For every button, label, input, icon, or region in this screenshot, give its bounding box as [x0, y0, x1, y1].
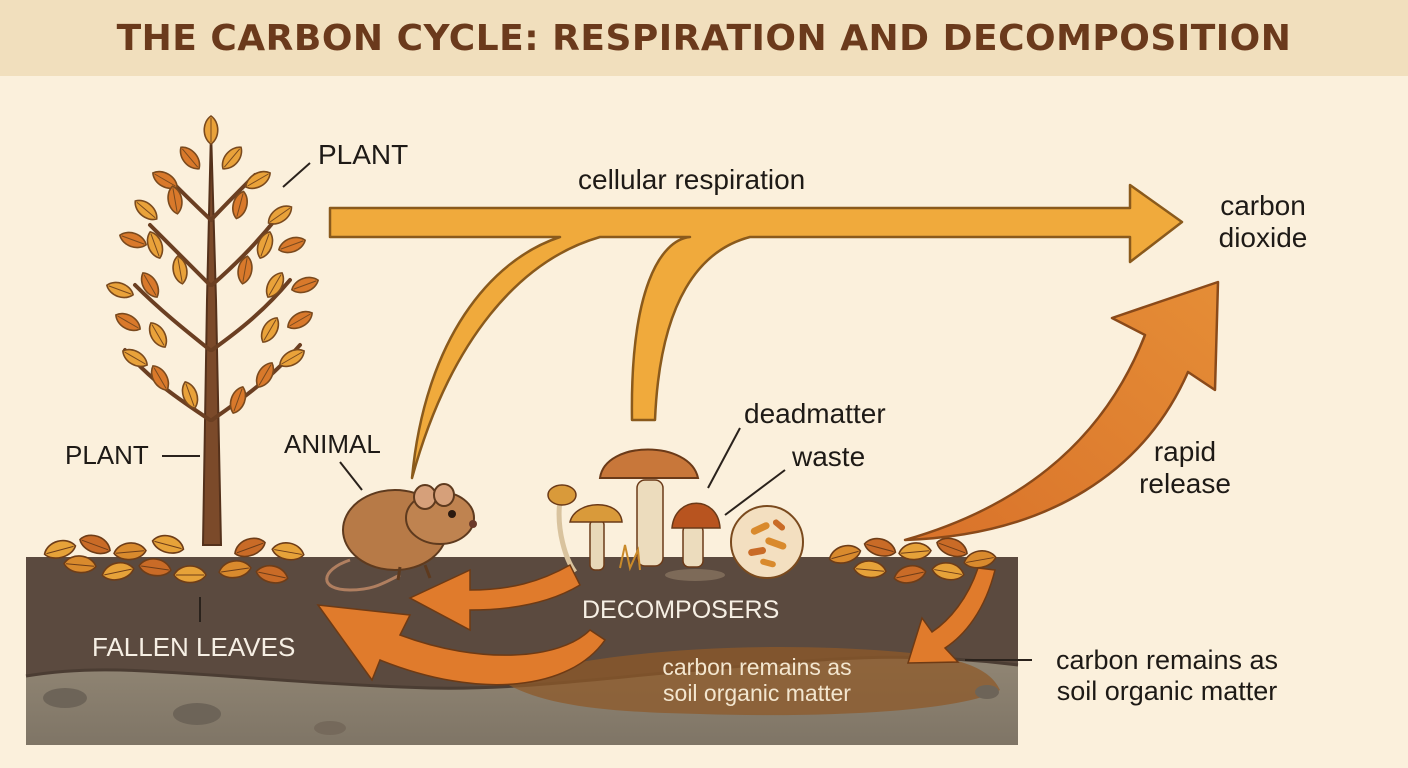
page-title: THE CARBON CYCLE: RESPIRATION AND DECOMP… — [116, 17, 1292, 59]
cellular-respiration-label: cellular respiration — [578, 164, 806, 195]
cellular-respiration-arrow — [328, 183, 1184, 480]
ground — [25, 557, 1019, 745]
soil-inner-line1: carbon remains as — [662, 654, 852, 680]
carbon-dioxide-line2: dioxide — [1218, 222, 1308, 254]
plant-top-label: PLANT — [318, 139, 409, 170]
soil-right-line2: soil organic matter — [1056, 676, 1278, 707]
decomposers-label: DECOMPOSERS — [582, 596, 780, 624]
fallen-leaves-label: FALLEN LEAVES — [92, 632, 296, 662]
rapid-release-line1: rapid — [1153, 436, 1217, 467]
soil-right-label: carbon remains as soil organic matter — [1032, 645, 1302, 707]
rapid-release-line2: release — [1139, 468, 1231, 500]
organic-matter-band — [500, 647, 1000, 716]
waste-label: waste — [792, 441, 866, 472]
title-bar: THE CARBON CYCLE: RESPIRATION AND DECOMP… — [0, 0, 1408, 76]
bacteria-icon — [730, 505, 804, 579]
soil-cycle-arrows — [316, 563, 996, 686]
rapid-release-arrow — [903, 280, 1220, 542]
carbon-dioxide-label: carbon dioxide — [1198, 190, 1328, 254]
mouse-illustration — [325, 483, 477, 592]
deadmatter-label: deadmatter — [744, 398, 886, 429]
leader-lines — [162, 162, 1032, 661]
tree-illustration — [103, 115, 322, 546]
soil-inner-line2: soil organic matter — [663, 680, 851, 707]
soil-right-line1: carbon remains as — [1055, 645, 1279, 675]
animal-label: ANIMAL — [284, 429, 381, 459]
mushrooms-illustration — [547, 448, 725, 581]
rapid-release-label: rapid release — [1120, 436, 1250, 500]
soil-inner-label: carbon remains as soil organic matter — [622, 654, 892, 707]
plant-left-label: PLANT — [65, 440, 149, 470]
carbon-dioxide-line1: carbon — [1220, 190, 1306, 221]
